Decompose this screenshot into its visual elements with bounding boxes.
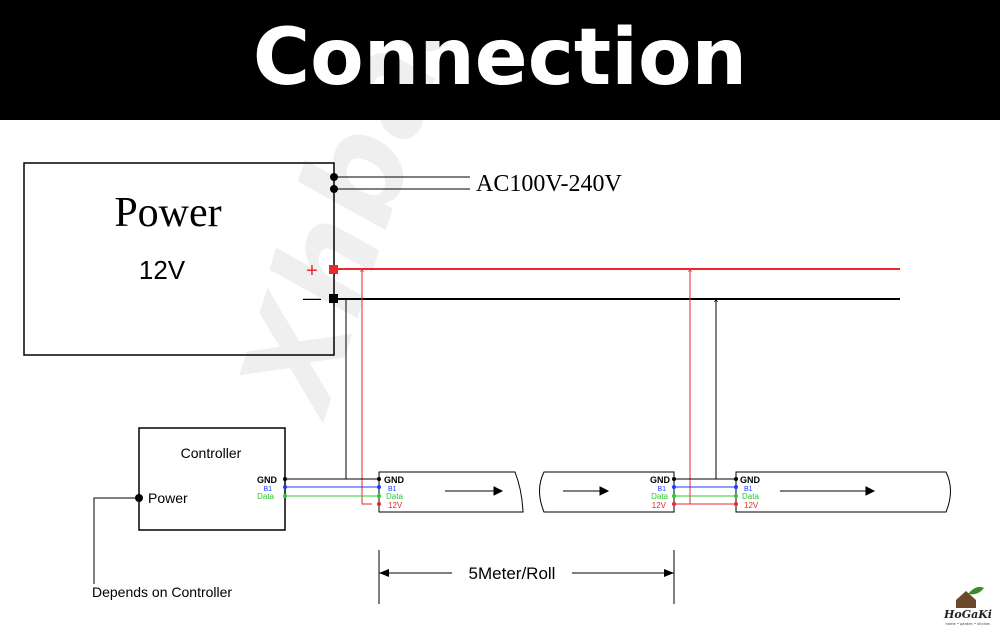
- negative-terminal-sign: —: [303, 288, 321, 308]
- controller-pin-data: Data: [257, 492, 274, 501]
- controller-title: Controller: [181, 445, 242, 461]
- page-title: Connection: [252, 13, 748, 103]
- strip3-pin-data: Data: [742, 492, 759, 501]
- strip2-pin-12v: 12V: [652, 501, 667, 510]
- negative-terminal: [329, 294, 338, 303]
- leaf-icon: [968, 586, 984, 595]
- power-supply-box: [23, 162, 335, 356]
- power-supply-title: Power: [114, 190, 221, 236]
- strip-link-wires: [674, 486, 736, 497]
- led-strip-segment-3: [735, 471, 951, 513]
- dimension-label: 5Meter/Roll: [469, 564, 556, 583]
- power-drop-wires: × × ×: [345, 265, 736, 505]
- house-icon: [956, 591, 976, 608]
- controller-pin-gnd: GND: [257, 475, 278, 485]
- strip2-pins: GND B1 Data 12V: [650, 475, 676, 510]
- strip2-pin-b1: B1: [657, 486, 666, 493]
- svg-text:HoGaKi: HoGaKi: [943, 608, 992, 621]
- led-strip-segment-1: [378, 471, 524, 513]
- footnote-text: Depends on Controller: [92, 584, 232, 600]
- strip2-pin-data: Data: [651, 492, 668, 501]
- header-bar: Connection: [0, 0, 1000, 120]
- positive-terminal-sign: +: [306, 260, 318, 282]
- strip3-pin-gnd: GND: [740, 475, 761, 485]
- positive-terminal: [329, 265, 338, 274]
- controller-signal-wires: [283, 477, 379, 498]
- ac-input-wires: [330, 173, 470, 193]
- controller-power-port: [135, 494, 143, 502]
- svg-text:×: ×: [359, 265, 364, 275]
- ac-input-label: AC100V-240V: [476, 171, 622, 197]
- svg-text:×: ×: [687, 265, 692, 275]
- power-supply-voltage: 12V: [139, 255, 186, 285]
- strip1-pin-data: Data: [386, 492, 403, 501]
- led-strip-segment-2: [539, 471, 675, 513]
- svg-text:×: ×: [713, 295, 718, 305]
- strip3-pin-12v: 12V: [744, 501, 759, 510]
- strip3-pins: GND B1 Data 12V: [734, 475, 761, 510]
- controller-power-label: Power: [148, 490, 188, 506]
- svg-text:home • garden • kitchen: home • garden • kitchen: [946, 622, 991, 626]
- controller-pin-b1: B1: [263, 486, 272, 493]
- footnote-leader: [93, 497, 135, 584]
- strip3-pin-b1: B1: [744, 486, 753, 493]
- brand-logo: HoGaKi home • garden • kitchen: [943, 586, 992, 626]
- strip1-pin-b1: B1: [388, 486, 397, 493]
- strip1-pin-12v: 12V: [388, 501, 403, 510]
- strip1-pin-gnd: GND: [384, 475, 405, 485]
- strip1-pins: GND B1 Data 12V: [377, 475, 405, 510]
- strip2-pin-gnd: GND: [650, 475, 671, 485]
- dimension-marker: [378, 550, 675, 604]
